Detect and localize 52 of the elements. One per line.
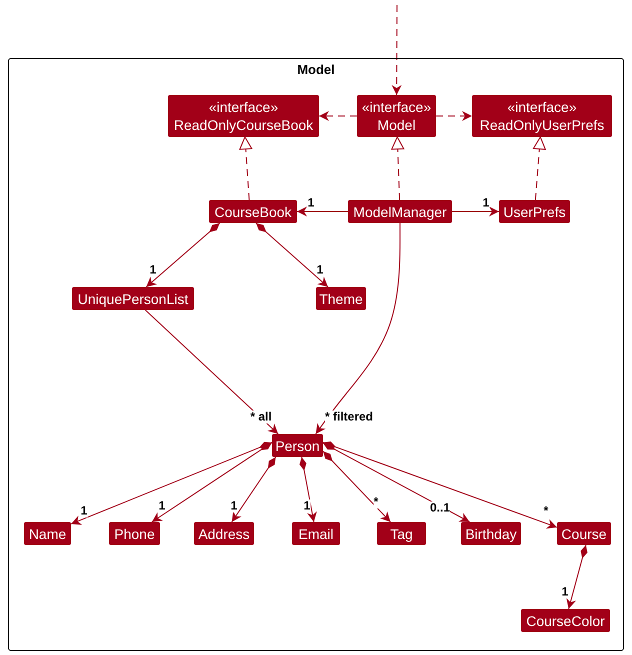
class-box: Tag bbox=[377, 522, 426, 545]
interface-box: «interface» Model bbox=[357, 95, 436, 137]
class-box: Phone bbox=[109, 522, 160, 545]
multiplicity-label: 1 bbox=[150, 264, 156, 276]
multiplicity-label: 1 bbox=[562, 586, 568, 598]
composition-arrow bbox=[566, 544, 588, 610]
package-title: Model bbox=[296, 62, 336, 77]
multiplicity-label: * all bbox=[250, 410, 272, 424]
multiplicity-label: 0..1 bbox=[430, 502, 450, 514]
class-box: Course bbox=[557, 522, 611, 545]
multiplicity-label: 1 bbox=[308, 196, 314, 210]
class-box: CourseBook bbox=[209, 200, 297, 223]
realization-arrow bbox=[532, 136, 546, 200]
composition-arrow bbox=[151, 442, 272, 522]
multiplicity-label: 1 bbox=[304, 500, 310, 512]
composition-arrow bbox=[322, 442, 558, 529]
multiplicity-label: * filtered bbox=[325, 410, 373, 424]
interface-box: «interface» ReadOnlyCourseBook bbox=[168, 95, 319, 137]
class-box: Email bbox=[292, 522, 340, 545]
association-arrow bbox=[452, 206, 500, 216]
package-frame bbox=[8, 58, 624, 651]
interface-box: «interface» ReadOnlyUserPrefs bbox=[472, 95, 612, 137]
class-box: UserPrefs bbox=[499, 200, 570, 223]
class-box: Address bbox=[194, 522, 254, 545]
dependency-arrow bbox=[318, 111, 358, 121]
composition-arrow bbox=[322, 442, 470, 522]
class-box: ModelManager bbox=[348, 200, 452, 223]
association-arrow bbox=[296, 206, 348, 216]
multiplicity-label: 1 bbox=[316, 264, 324, 276]
realization-arrow bbox=[391, 136, 404, 200]
composition-arrow bbox=[255, 222, 329, 288]
multiplicity-label: 1 bbox=[230, 500, 238, 512]
composition-arrow bbox=[70, 442, 272, 525]
composition-arrow bbox=[322, 450, 392, 522]
class-box: UniquePersonList bbox=[72, 287, 194, 310]
multiplicity-label: 1 bbox=[80, 504, 88, 518]
composition-arrow bbox=[146, 222, 220, 288]
dependency-arrow bbox=[436, 111, 472, 121]
class-box: Name bbox=[24, 522, 71, 545]
multiplicity-label: 1 bbox=[158, 500, 166, 512]
multiplicity-label: 1 bbox=[482, 196, 490, 210]
composition-arrow bbox=[300, 456, 317, 522]
class-box: Birthday bbox=[461, 522, 521, 545]
class-box: Theme bbox=[316, 287, 366, 310]
realization-arrow bbox=[239, 136, 252, 200]
dependency-arrow bbox=[392, 4, 402, 96]
composition-arrow bbox=[231, 456, 276, 522]
class-box: Person bbox=[272, 434, 323, 457]
multiplicity-label: * bbox=[374, 496, 378, 508]
class-box: CourseColor bbox=[521, 609, 610, 632]
association-arrow bbox=[144, 310, 279, 434]
association-arrow bbox=[315, 222, 400, 434]
